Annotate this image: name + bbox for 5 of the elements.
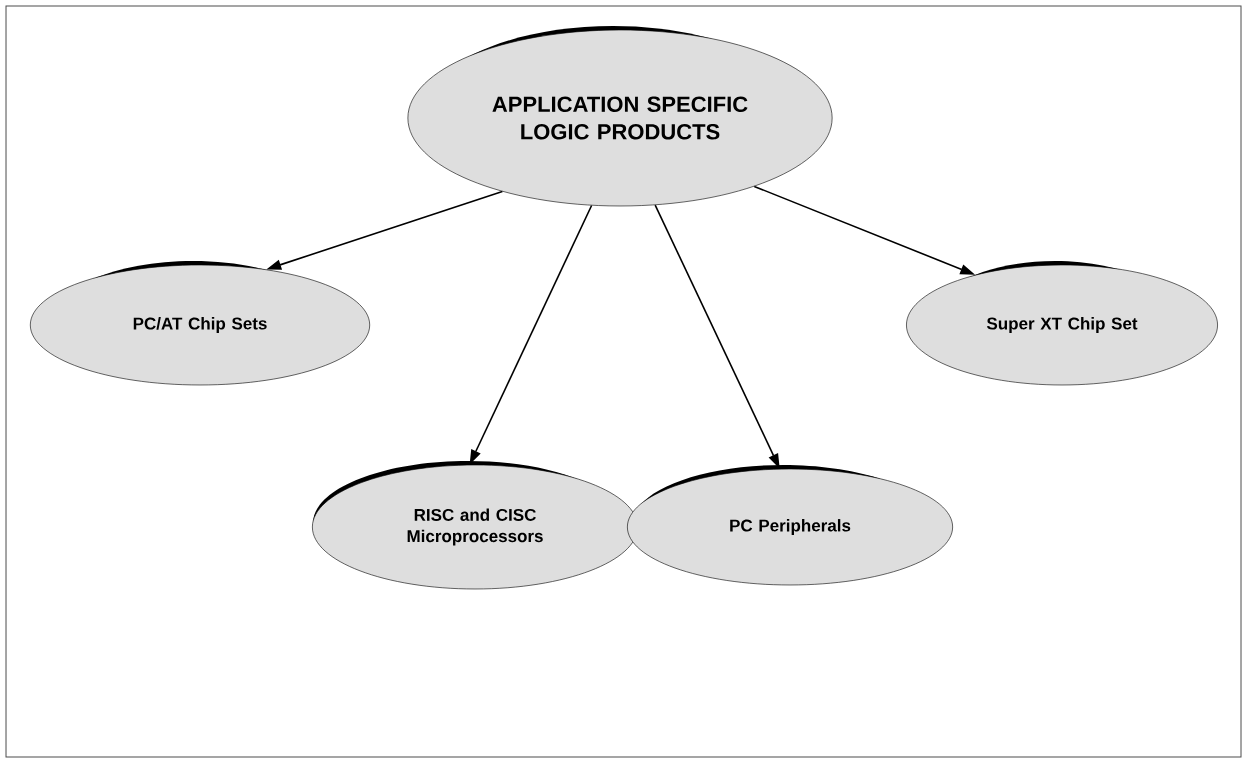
ellipse-node: PC/AT Chip Sets: [30, 261, 371, 386]
ellipse-node: APPLICATION SPECIFIC LOGIC PRODUCTS: [407, 26, 833, 207]
ellipse-node: RISC and CISC Microprocessors: [312, 461, 638, 590]
ellipse-node: Super XT Chip Set: [906, 261, 1218, 386]
ellipse-node: PC Peripherals: [627, 465, 953, 586]
